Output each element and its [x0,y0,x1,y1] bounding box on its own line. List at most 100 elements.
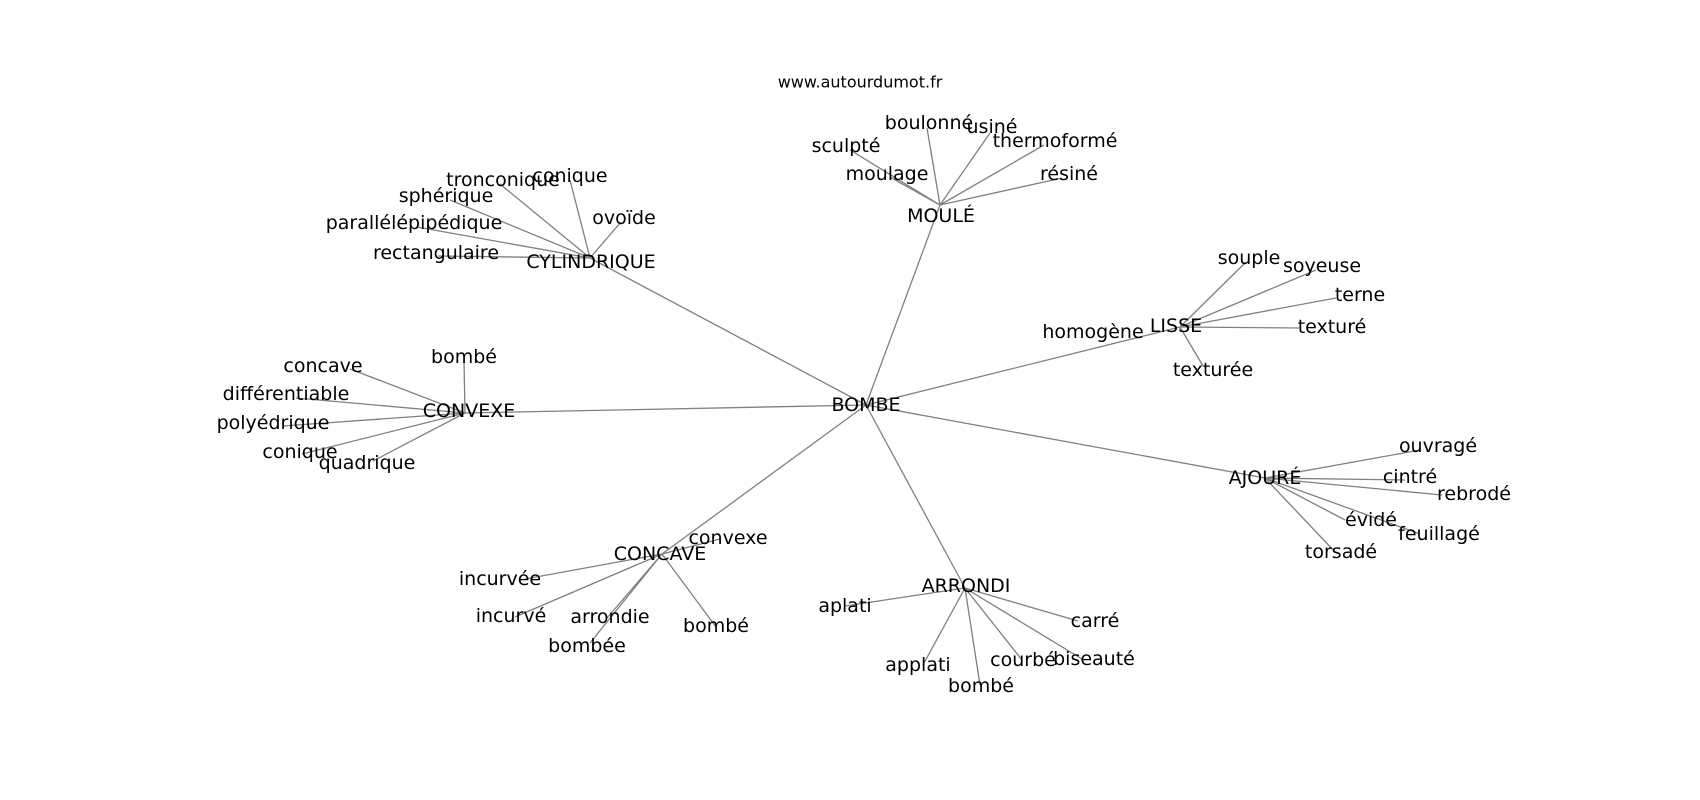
node-leaf: boulonné [885,112,973,134]
node-leaf: parallélépipédique [326,212,503,234]
edge-hub-3-leaf-3 [282,412,466,427]
node-leaf: tronconique [446,169,560,191]
edge-hub-4-leaf-3 [1264,477,1346,521]
edge-hub-0-leaf-1 [939,132,991,206]
edge-root-4 [865,404,1266,479]
edge-hub-4-leaf-4 [1264,477,1421,535]
edge-hub-1-leaf-4 [416,226,591,259]
node-leaf: rectangulaire [373,242,499,264]
edge-hub-6-leaf-2 [964,587,1083,660]
node-leaf: bombée [548,635,626,657]
node-leaf: ovoïde [592,207,656,229]
edge-layer [282,127,1443,686]
node-leaf: sculpté [812,135,881,157]
node-leaf: bombé [431,346,497,368]
edge-hub-5-leaf-2 [514,553,663,618]
node-leaf: cintré [1383,466,1437,488]
edge-hub-3-leaf-0 [463,360,466,414]
edge-hub-6-leaf-5 [964,587,981,686]
edge-hub-5-leaf-1 [524,553,663,580]
node-leaf: rebrodé [1437,483,1511,505]
edge-root-5 [661,404,867,555]
edge-hub-5-leaf-5 [589,553,663,644]
node-leaf: ouvragé [1399,435,1477,457]
node-leaf: applati [885,654,950,676]
edge-hub-4-leaf-5 [1264,477,1337,554]
node-leaf: texturé [1298,316,1367,338]
node-hub: LISSE [1150,315,1202,337]
node-hub: CYLINDRIQUE [526,251,655,273]
node-leaf: quadrique [319,452,416,474]
edge-hub-6-leaf-3 [964,587,1023,661]
edge-hub-0-leaf-5 [939,177,1063,206]
node-leaf: résiné [1040,163,1098,185]
edge-hub-0-leaf-3 [939,144,1045,206]
edge-hub-3-leaf-4 [301,412,466,455]
edge-root-3 [464,404,867,414]
node-leaf: terne [1335,284,1385,306]
node-leaf: différentiable [223,383,350,405]
edge-root-0 [865,204,941,406]
edge-root-2 [865,326,1181,406]
node-leaf: concave [283,355,362,377]
node-leaf: souple [1218,247,1281,269]
node-hub: AJOURÉ [1229,466,1302,489]
node-leaf: feuillagé [1398,523,1480,545]
edge-hub-2-leaf-2 [1179,297,1337,328]
node-hub: ARRONDI [922,575,1011,597]
edge-hub-1-leaf-2 [449,199,591,259]
node-leaf: aplati [818,595,871,617]
edge-hub-0-leaf-2 [849,149,941,206]
node-leaf: courbé [990,649,1056,671]
node-leaf: incurvé [476,605,547,627]
node-leaf: thermoformé [993,130,1118,152]
node-leaf: soyeuse [1283,255,1361,277]
node-leaf: conique [532,165,607,187]
node-leaf: carré [1071,610,1120,632]
edge-hub-4-leaf-1 [1264,477,1406,481]
edge-hub-5-leaf-4 [661,553,717,628]
edge-hub-3-leaf-5 [372,412,466,462]
edge-hub-2-leaf-5 [1179,326,1204,367]
edge-hub-3-leaf-1 [349,368,466,414]
edge-hub-1-leaf-5 [437,255,591,259]
node-leaf: texturée [1173,359,1253,381]
edge-hub-2-leaf-1 [1179,269,1317,328]
node-leaf: incurvée [459,568,541,590]
edge-hub-1-leaf-0 [499,183,591,259]
edge-hub-0-leaf-0 [926,127,941,206]
node-hub: CONCAVE [614,543,707,565]
node-leaf: arrondie [570,606,649,628]
edge-hub-6-leaf-0 [844,587,966,607]
node-leaf: convexe [688,527,767,549]
node-leaf: bombé [683,615,749,637]
edge-hub-0-leaf-4 [889,176,941,206]
node-hub: MOULÉ [907,204,975,227]
edge-hub-6-leaf-4 [923,587,966,664]
edge-hub-1-leaf-3 [589,221,622,259]
node-leaf: polyédrique [217,412,330,434]
node-leaf: sphérique [399,185,494,207]
edge-hub-3-leaf-2 [295,397,466,414]
node-leaf: biseauté [1053,648,1135,670]
node-hub: CONVEXE [423,400,515,422]
node-leaf: torsadé [1305,541,1377,563]
edge-hub-1-leaf-1 [569,179,591,259]
node-root: BOMBE [831,394,900,416]
edge-root-6 [865,404,966,589]
edge-hub-2-leaf-0 [1179,261,1247,328]
watermark-text: www.autourdumot.fr [778,73,943,92]
edge-root-1 [589,257,867,406]
node-leaf: usiné [967,116,1018,138]
node-leaf: homogène [1042,321,1143,343]
node-leaf: conique [262,441,337,463]
edge-hub-2-leaf-4 [1179,326,1300,329]
edge-hub-5-leaf-0 [661,538,721,555]
edge-hub-6-leaf-1 [964,587,1079,622]
node-leaf: bombé [948,675,1014,697]
edge-hub-4-leaf-0 [1264,449,1421,479]
node-leaf: évidé [1345,509,1397,531]
node-leaf: moulage [846,163,929,185]
